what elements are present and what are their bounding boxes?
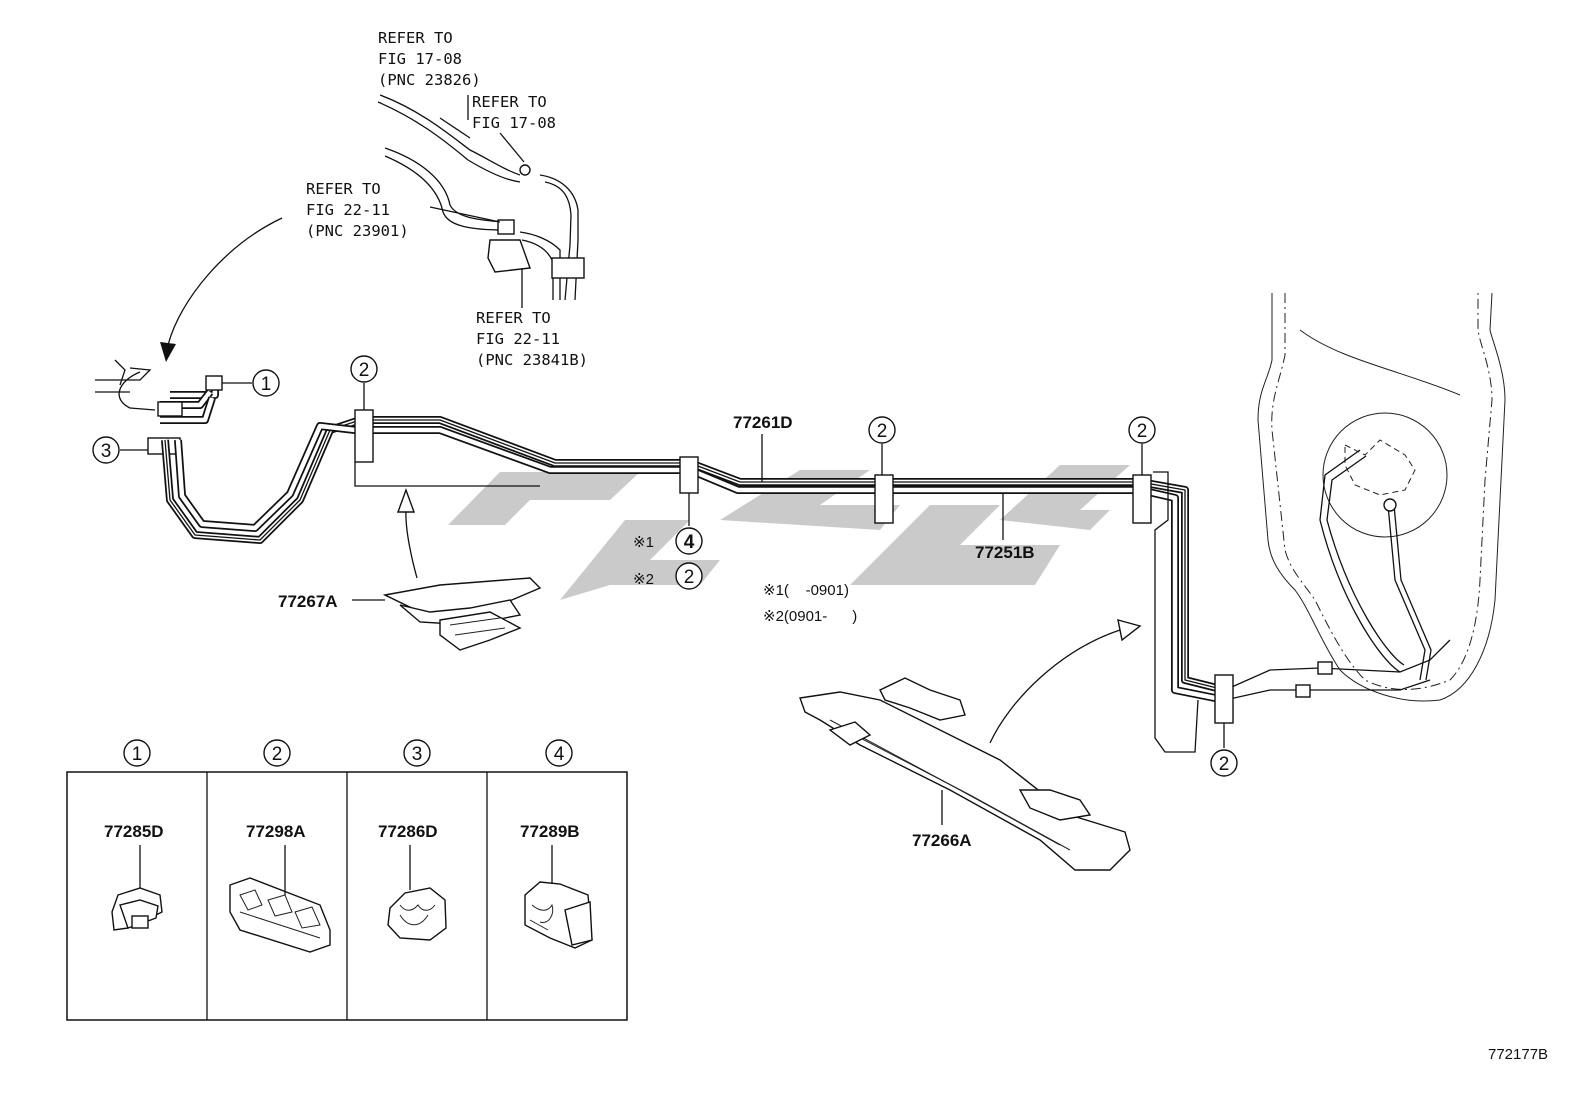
refer-note-2: REFER TO FIG 17-08 bbox=[472, 93, 556, 132]
svg-text:77266A: 77266A bbox=[912, 831, 972, 850]
callout-2-d: 2 bbox=[1210, 749, 1238, 777]
svg-text:2: 2 bbox=[1219, 754, 1230, 775]
svg-text:※2: ※2 bbox=[633, 571, 654, 588]
svg-text:REFER TO: REFER TO bbox=[378, 29, 453, 47]
callout-2-variant: 2 bbox=[675, 562, 703, 590]
svg-text:※1: ※1 bbox=[633, 534, 654, 551]
callout-2-b: 2 bbox=[868, 416, 896, 444]
refer-note-4: REFER TO FIG 22-11 (PNC 23841B) bbox=[476, 309, 588, 369]
svg-text:772177B: 772177B bbox=[1488, 1046, 1548, 1063]
svg-text:77267A: 77267A bbox=[278, 592, 338, 611]
clamp-77286d-illustration bbox=[387, 845, 447, 941]
part-label-77267a: 77267A bbox=[278, 592, 338, 611]
variant-range-2: ※2(0901- ) bbox=[763, 608, 857, 625]
svg-text:REFER TO: REFER TO bbox=[476, 309, 551, 327]
table-part-77298a: 77298A bbox=[246, 822, 306, 841]
svg-text:1: 1 bbox=[132, 744, 143, 765]
svg-text:1: 1 bbox=[261, 374, 272, 395]
table-header-2: 2 bbox=[263, 739, 291, 767]
svg-text:FIG 22-11: FIG 22-11 bbox=[306, 201, 390, 219]
svg-text:FIG 17-08: FIG 17-08 bbox=[378, 50, 462, 68]
svg-text:(PNC 23826): (PNC 23826) bbox=[378, 71, 481, 89]
part-label-77261d: 77261D bbox=[733, 413, 793, 432]
refer-note-1: REFER TO FIG 17-08 (PNC 23826) bbox=[378, 29, 481, 89]
svg-text:4: 4 bbox=[554, 744, 565, 765]
svg-text:FIG 17-08: FIG 17-08 bbox=[472, 114, 556, 132]
table-header-1: 1 bbox=[123, 739, 151, 767]
clamp-77285d-illustration bbox=[111, 845, 163, 931]
figure-id: 772177B bbox=[1488, 1046, 1548, 1063]
svg-text:REFER TO: REFER TO bbox=[472, 93, 547, 111]
part-label-77266a: 77266A bbox=[912, 831, 972, 850]
callout-2-c: 2 bbox=[1128, 416, 1156, 444]
svg-text:※1( -0901): ※1( -0901) bbox=[763, 582, 849, 599]
variant-mark-2: ※2 bbox=[633, 571, 654, 588]
protector-77266a bbox=[799, 619, 1142, 871]
table-part-77286d: 77286D bbox=[378, 822, 438, 841]
clamp-77298a-illustration bbox=[229, 845, 331, 953]
left-connector-cluster bbox=[95, 359, 252, 455]
svg-text:REFER TO: REFER TO bbox=[306, 180, 381, 198]
part-label-77251b: 77251B bbox=[975, 543, 1035, 562]
top-pipe-assembly bbox=[377, 94, 585, 308]
callout-2-a: 2 bbox=[350, 355, 378, 383]
svg-text:3: 3 bbox=[101, 441, 112, 462]
callout-leaders bbox=[363, 383, 1225, 748]
callout-4-variant: 4 bbox=[675, 527, 703, 555]
clamp-77289b-illustration bbox=[524, 845, 593, 949]
main-fuel-tube bbox=[161, 409, 1321, 753]
callout-1-top: 1 bbox=[252, 369, 280, 397]
protector-77267a bbox=[352, 487, 542, 651]
table-part-77289b: 77289B bbox=[520, 822, 580, 841]
table-header-4: 4 bbox=[545, 739, 573, 767]
svg-text:77251B: 77251B bbox=[975, 543, 1035, 562]
svg-text:FIG 22-11: FIG 22-11 bbox=[476, 330, 560, 348]
table-header-3: 3 bbox=[403, 739, 431, 767]
svg-text:(PNC 23901): (PNC 23901) bbox=[306, 222, 409, 240]
refer-note-3: REFER TO FIG 22-11 (PNC 23901) bbox=[306, 180, 409, 240]
svg-text:2: 2 bbox=[359, 360, 370, 381]
fuel-tank-outline bbox=[1257, 292, 1506, 702]
callout-3-left: 3 bbox=[92, 436, 120, 464]
svg-text:2: 2 bbox=[877, 421, 888, 442]
clamp-parts-table: 1 2 3 4 77285D 77298A 77286D 77289B bbox=[66, 739, 628, 1021]
svg-text:2: 2 bbox=[1137, 421, 1148, 442]
detail-arrow-left bbox=[160, 217, 283, 362]
svg-text:4: 4 bbox=[684, 532, 695, 553]
svg-text:3: 3 bbox=[412, 744, 423, 765]
table-part-77285d: 77285D bbox=[104, 822, 164, 841]
variant-mark-1: ※1 bbox=[633, 534, 654, 551]
svg-text:※2(0901- ): ※2(0901- ) bbox=[763, 608, 857, 625]
svg-text:(PNC 23841B): (PNC 23841B) bbox=[476, 351, 588, 369]
svg-text:77261D: 77261D bbox=[733, 413, 793, 432]
svg-text:2: 2 bbox=[272, 744, 283, 765]
svg-text:2: 2 bbox=[684, 567, 695, 588]
variant-range-1: ※1( -0901) bbox=[763, 582, 849, 599]
